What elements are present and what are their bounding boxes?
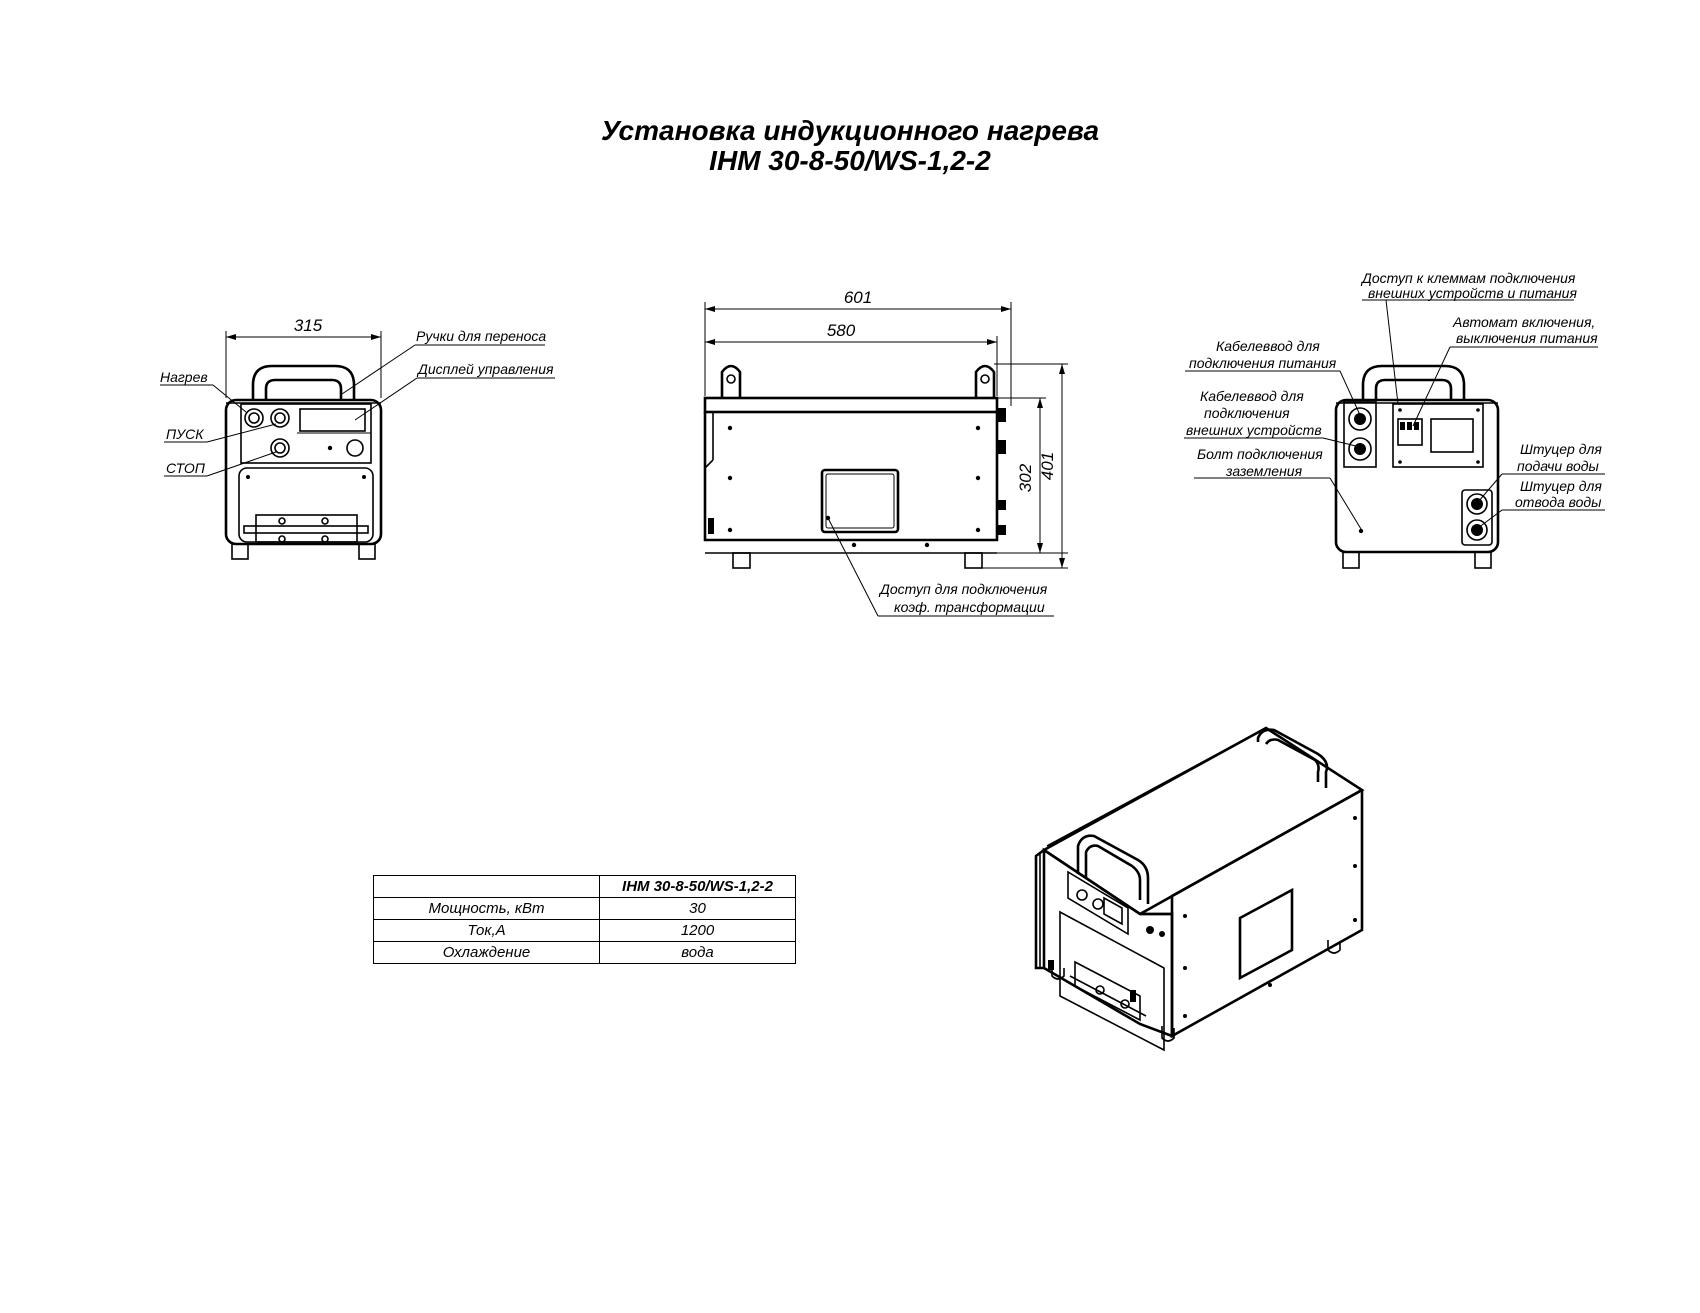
drawing-title: Установка индукционного нагрева IHM 30-8… bbox=[0, 116, 1700, 176]
spec-value: 30 bbox=[599, 897, 796, 920]
label-breaker-1: Автомат включения, bbox=[1452, 314, 1595, 330]
spec-header-row: IHM 30-8-50/WS-1,2-2 bbox=[373, 875, 796, 898]
dim-601: 601 bbox=[844, 288, 872, 307]
label-ext-gland-3: внешних устройств bbox=[1186, 422, 1322, 438]
label-terminals-2: внешних устройств и питания bbox=[1368, 285, 1577, 301]
spec-header-empty bbox=[373, 875, 600, 898]
label-ext-gland-1: Кабелеввод для bbox=[1200, 388, 1304, 404]
rear-view: Доступ к клеммам подключения внешних уст… bbox=[1184, 270, 1605, 569]
dim-580: 580 bbox=[827, 321, 856, 340]
title-line-2: IHM 30-8-50/WS-1,2-2 bbox=[709, 145, 991, 176]
dim-401: 401 bbox=[1038, 452, 1057, 480]
table-row: Охлаждение вода bbox=[373, 941, 796, 964]
front-view: 315 Нагрев ПУСК СТОП Ручки для переноса … bbox=[160, 316, 555, 560]
label-water-out-1: Штуцер для bbox=[1520, 478, 1602, 494]
label-breaker-2: выключения питания bbox=[1456, 330, 1598, 346]
label-water-in-1: Штуцер для bbox=[1520, 441, 1602, 457]
side-view: 601 580 302 401 Доступ для подключения к… bbox=[703, 288, 1068, 617]
spec-param: Мощность, кВт bbox=[373, 897, 600, 920]
label-stop: СТОП bbox=[166, 460, 206, 476]
dim-315: 315 bbox=[294, 316, 323, 335]
label-ground-2: заземления bbox=[1225, 463, 1303, 479]
label-heating: Нагрев bbox=[160, 369, 208, 385]
table-row: Ток,А 1200 bbox=[373, 919, 796, 942]
label-access-1: Доступ для подключения bbox=[878, 581, 1048, 597]
spec-value: вода bbox=[599, 941, 796, 964]
label-power-gland-1: Кабелеввод для bbox=[1216, 338, 1320, 354]
label-start: ПУСК bbox=[166, 426, 204, 442]
dim-302: 302 bbox=[1016, 463, 1035, 492]
spec-param: Охлаждение bbox=[373, 941, 600, 964]
label-power-gland-2: подключения питания bbox=[1189, 355, 1337, 371]
table-row: Мощность, кВт 30 bbox=[373, 897, 796, 920]
label-handles: Ручки для переноса bbox=[416, 328, 546, 344]
isometric-view bbox=[1034, 726, 1365, 1052]
label-ext-gland-2: подключения bbox=[1204, 405, 1290, 421]
label-access-2: коэф. трансформации bbox=[894, 599, 1045, 615]
spec-value: 1200 bbox=[599, 919, 796, 942]
label-ground-1: Болт подключения bbox=[1197, 446, 1323, 462]
label-display: Дисплей управления bbox=[416, 361, 554, 377]
label-terminals-1: Доступ к клеммам подключения bbox=[1360, 270, 1576, 286]
spec-header-model: IHM 30-8-50/WS-1,2-2 bbox=[599, 875, 796, 898]
label-water-in-2: подачи воды bbox=[1517, 458, 1600, 474]
spec-param: Ток,А bbox=[373, 919, 600, 942]
title-line-1: Установка индукционного нагрева bbox=[600, 115, 1100, 146]
spec-table: IHM 30-8-50/WS-1,2-2 Мощность, кВт 30 То… bbox=[373, 875, 796, 964]
label-water-out-2: отвода воды bbox=[1515, 494, 1602, 510]
